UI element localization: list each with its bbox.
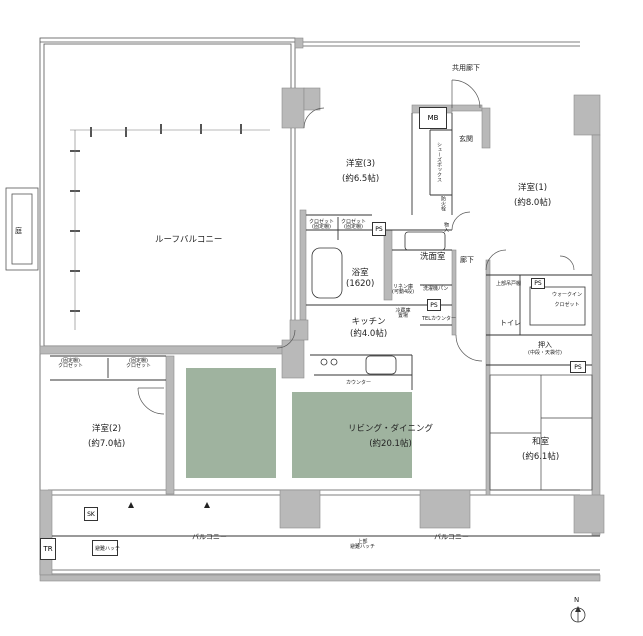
western-room-2-name: 洋室(2) [92,424,122,434]
toilet-label: トイレ [500,319,521,327]
western-room-3-name: 洋室(3) [346,159,376,169]
balcony-right-label: バルコニー [434,533,469,541]
western-room-1-size: (約8.0帖) [514,197,552,208]
fire-hydrant-label: 防火栓 [440,196,446,211]
ps-box-2: PS [427,299,441,311]
upper-evac-line1: 上部 [357,539,368,545]
washer-pan-label: 洗濯機パン [423,286,449,292]
tr-box: TR [40,538,56,560]
walkin-name: ウォークイン [552,292,583,298]
linen-note: (可動4段) [392,289,415,295]
ps-label: PS [430,301,438,309]
door-swings [137,79,575,415]
bath-name: 浴室 [351,268,369,278]
western-room-3-size: (約6.5帖) [342,173,380,184]
ps-label: PS [534,280,542,287]
closet-d-name: クロゼット [126,363,152,369]
corridor-label: 廊下 [460,256,474,264]
upper-shelf-label: 上部吊戸棚 [496,281,522,287]
ps-label: PS [574,363,582,371]
partitions [50,113,600,537]
fixtures [311,231,586,375]
sk-box: SK [84,507,98,521]
oshiire-name: 押入 [537,341,552,349]
upper-evac-hatch: 上部 避難ハッチ [350,540,375,550]
sink [404,231,446,251]
compass-label: N [574,596,580,604]
washitsu-size: (約6.1帖) [522,451,560,462]
entrance-label: 玄関 [459,135,473,143]
living-room: リビング・ダイニング (約20.1帖) [348,425,433,448]
living-name: リビング・ダイニング [348,424,434,434]
markers [128,502,210,508]
closet-b-name: クロゼット [341,219,367,225]
floor-area-left [186,368,276,478]
closet-c: (固定棚) クロゼット [58,359,83,369]
washitsu-room: 和室 (約6.1帖) [522,438,559,461]
floor-area-right [292,392,412,478]
closet-c-name: クロゼット [58,363,84,369]
fridge-label: 冷蔵庫置場 [395,308,411,319]
bathtub [311,247,343,299]
tr-label: TR [43,545,53,553]
balcony-left-label: バルコニー [192,533,227,541]
washitsu-name: 和室 [532,437,550,447]
mb-label: MB [427,114,439,122]
kitchen-room: キッチン (約4.0帖) [350,318,387,338]
western-room-1-name: 洋室(1) [518,183,548,193]
walls [39,37,605,582]
evac-hatch: 避難ハッチ [92,540,121,556]
tatami-lines [489,374,593,491]
western-room-3: 洋室(3) (約6.5帖) [342,160,379,183]
stove-burner [320,358,328,366]
compass-icon [570,606,586,623]
ps-box-4: PS [570,361,586,373]
closet-a-note: (固定棚) [312,224,331,230]
closet-d: (固定棚) クロゼット [126,359,151,369]
ps-box-3: PS [531,278,545,289]
walkin-closet: ウォークイン クロゼット [552,293,582,308]
mb-box: MB [419,107,447,129]
linen-storage: リネン庫 (可動4段) [392,285,414,295]
upper-evac-line2: 避難ハッチ [350,544,376,550]
walkin-shelf [529,286,586,326]
oshiire-note: (中段・天袋付) [528,350,562,356]
washroom-label: 洗面室 [420,252,446,262]
closet-d-note: (固定棚) [129,358,148,364]
kitchen-size: (約4.0帖) [350,328,388,339]
storage-v-label: 物入 [443,222,449,232]
ps-box-1: PS [372,222,386,236]
closet-c-note: (固定棚) [61,358,80,364]
ps-label: PS [375,225,383,233]
bath-size: (1620) [346,278,375,289]
bath-room: 浴室 (1620) [346,269,374,288]
tel-counter-label: TELカウンター [422,316,456,322]
garden-label: 庭 [15,227,22,235]
kitchen-sink [365,355,397,375]
common-corridor-label: 共用廊下 [452,64,480,72]
linen-name: リネン庫 [393,284,414,290]
shoes-box-label: シューズボックス [436,142,442,182]
walkin-name2: クロゼット [554,302,580,308]
railing-posts [70,124,270,330]
floor-areas [186,368,412,478]
oshiire: 押入 (中段・天袋付) [528,342,562,356]
sk-label: SK [87,510,95,518]
closet-a-name: クロゼット [309,219,335,225]
roof-balcony-label: ルーフバルコニー [155,235,223,245]
counter-label: カウンター [346,380,372,386]
closet-a: クロゼット (固定棚) [309,220,334,230]
western-room-2: 洋室(2) (約7.0帖) [88,425,125,448]
closet-b: クロゼット (固定棚) [341,220,366,230]
stove-burner [330,358,338,366]
living-size: (約20.1帖) [369,438,412,449]
closet-b-note: (固定棚) [344,224,363,230]
western-room-2-size: (約7.0帖) [88,438,126,449]
kitchen-name: キッチン [351,317,386,327]
western-room-1: 洋室(1) (約8.0帖) [514,184,551,207]
evac-hatch-label: 避難ハッチ [95,546,121,552]
